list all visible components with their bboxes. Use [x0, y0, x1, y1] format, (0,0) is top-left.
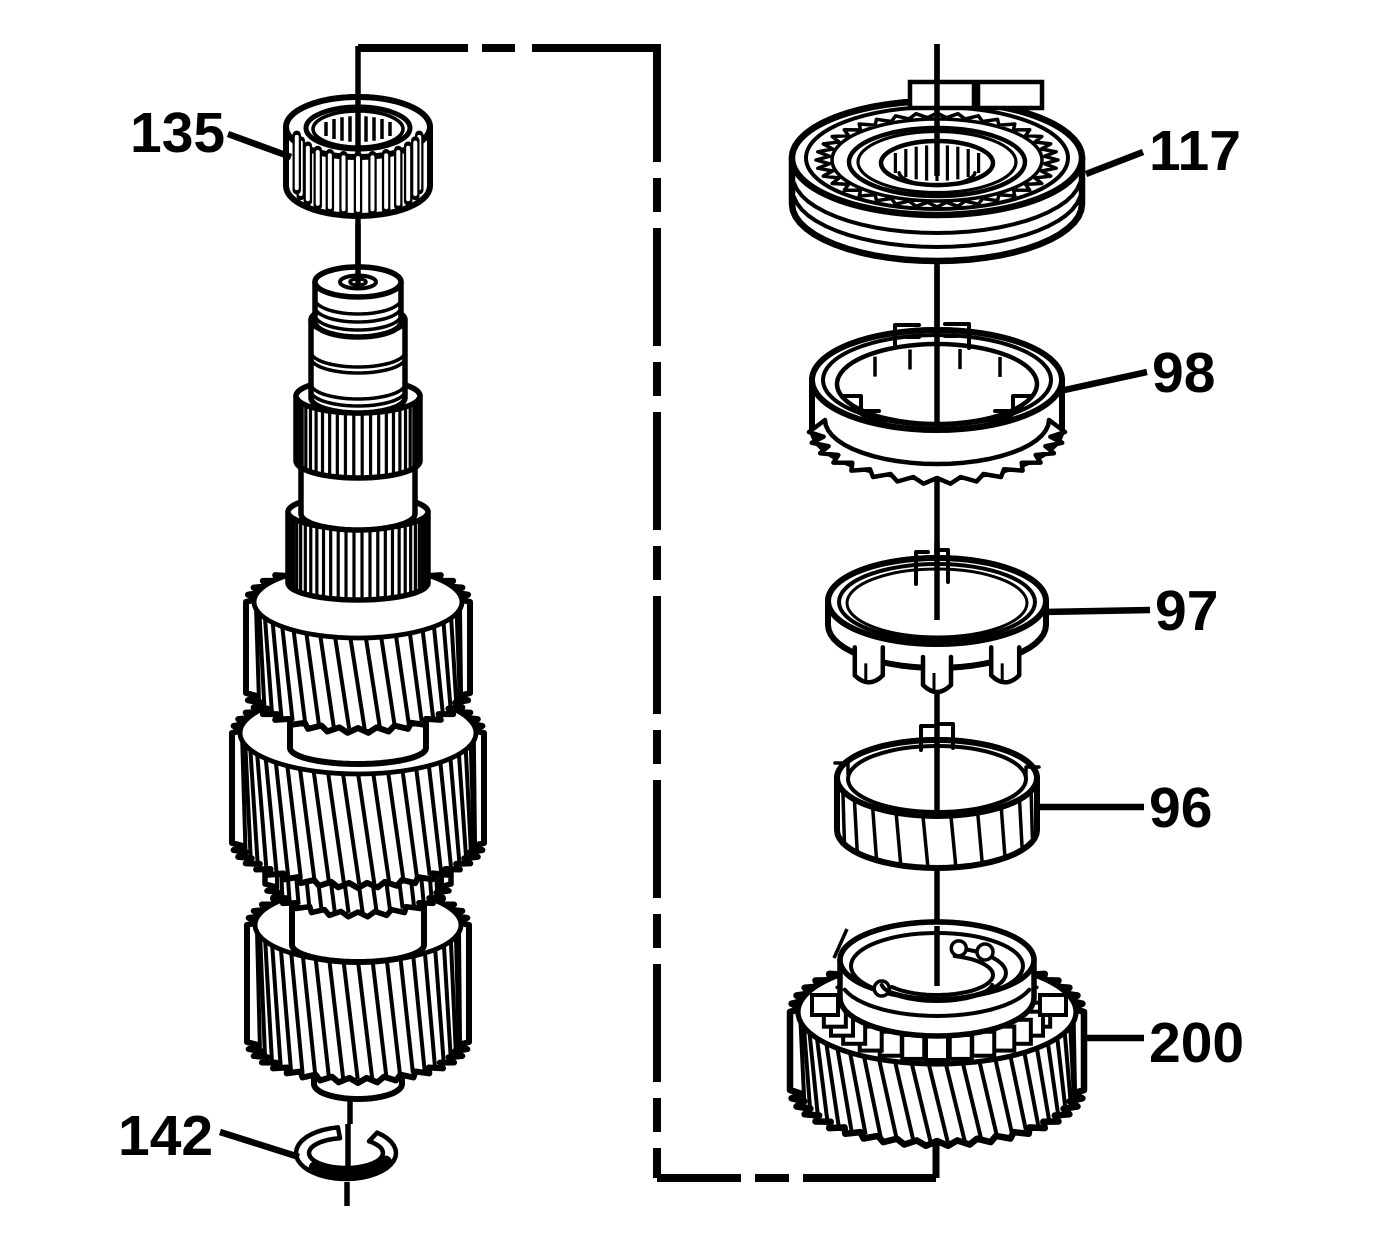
part-label-200: 200: [1149, 1011, 1244, 1075]
part-drawing-gear-with-synchronizer-teeth: [786, 919, 1088, 1150]
part-drawing-snap-ring: [293, 1124, 399, 1182]
part-drawing-needle-bearing: [283, 94, 433, 286]
callout-200: 200: [1085, 1011, 1244, 1075]
leader-line-117: [1084, 148, 1145, 178]
part-label-117: 117: [1149, 119, 1241, 183]
part-label-97: 97: [1155, 579, 1218, 643]
part-label-142: 142: [118, 1104, 213, 1168]
part-callouts: 135 117 98 97 96 200 142: [118, 101, 1244, 1168]
part-label-135: 135: [130, 101, 225, 165]
leader-line-142: [219, 1128, 300, 1161]
part-drawing-synchronizer-hub-assembly: [788, 44, 1086, 265]
callout-142: 142: [118, 1104, 300, 1168]
part-drawing-blocking-ring-98: [806, 266, 1068, 486]
leader-line-97: [1042, 606, 1151, 616]
assembly-alignment-dashed-lines: [358, 44, 940, 1182]
part-label-98: 98: [1152, 341, 1215, 405]
part-label-96: 96: [1149, 776, 1212, 840]
leader-line-98: [1059, 368, 1148, 395]
part-drawing-synchronizer-ring-96: [833, 722, 1041, 871]
part-drawing-main-shaft-gear-cluster: [229, 264, 487, 1102]
callout-97: 97: [1042, 579, 1218, 643]
callout-98: 98: [1059, 341, 1215, 405]
callout-117: 117: [1084, 119, 1241, 183]
part-drawing-synchronizer-ring-97: [825, 542, 1049, 695]
callout-135: 135: [130, 101, 293, 165]
leader-line-135: [226, 130, 293, 161]
callout-96: 96: [1034, 776, 1212, 840]
